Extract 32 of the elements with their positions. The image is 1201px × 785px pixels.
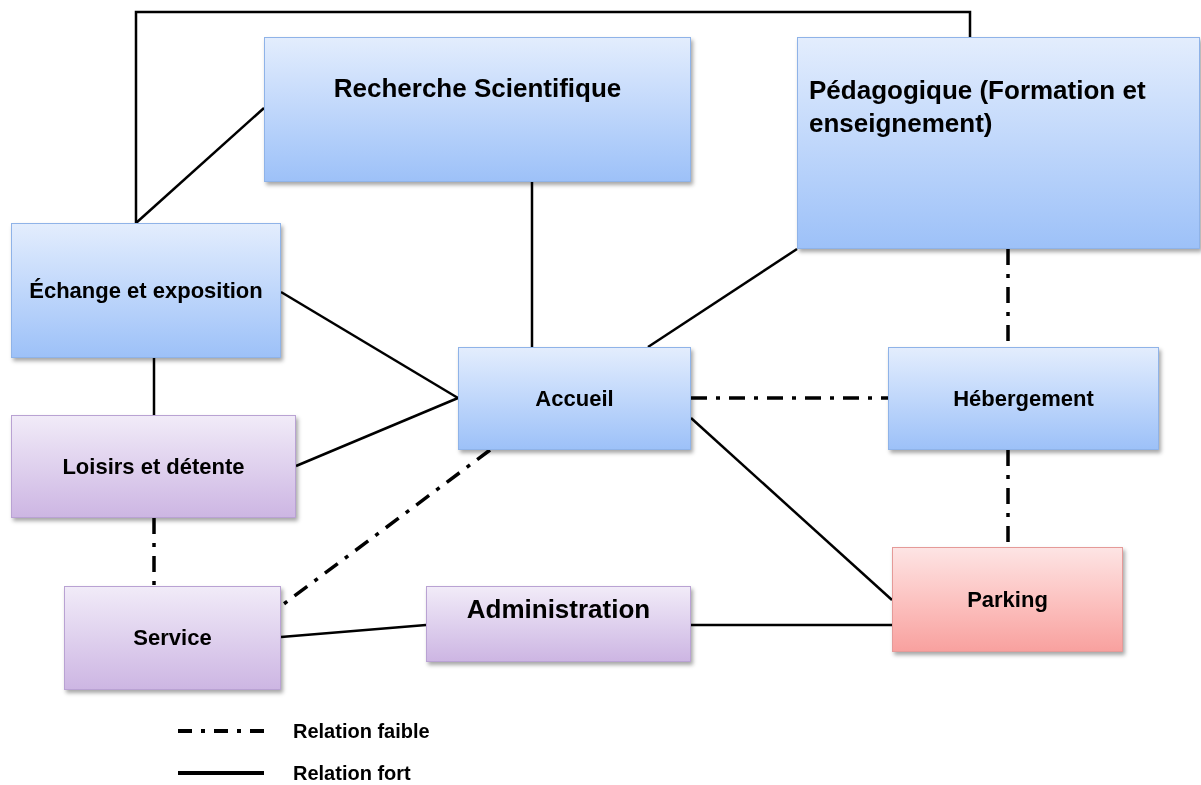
connector-line [280, 290, 459, 400]
box-label: Hébergement [953, 384, 1094, 413]
box-label: Pédagogique (Formation et enseignement) [809, 74, 1147, 139]
connector-line [135, 107, 265, 224]
box-label: Accueil [535, 384, 614, 413]
concept-box [64, 586, 281, 690]
connector-line [530, 182, 534, 347]
box-label: Loisirs et détente [62, 452, 245, 481]
box-label: Recherche Scientifique [333, 72, 622, 105]
concept-box [797, 37, 1200, 249]
connector-line [690, 417, 893, 601]
concept-box [458, 347, 691, 450]
dash-dot-connector [691, 396, 888, 400]
box-label: Échange et exposition [29, 276, 263, 305]
connector-line [280, 623, 427, 639]
connector-line [647, 247, 798, 349]
dash-dot-connector [152, 518, 156, 586]
legend-label: Relation fort [293, 761, 411, 785]
connector-line [134, 10, 972, 223]
box-label: Parking [967, 585, 1048, 614]
concept-box [892, 547, 1123, 652]
concept-box [11, 223, 281, 358]
box-label: Administration [466, 593, 651, 626]
connector-line [295, 396, 459, 468]
connector-line [152, 358, 156, 415]
concept-box [426, 586, 691, 662]
concept-box [11, 415, 296, 518]
box-label: Service [133, 624, 212, 652]
connector-line [691, 623, 892, 627]
legend-label: Relation faible [293, 719, 430, 744]
concept-box [888, 347, 1159, 450]
concept-box [264, 37, 691, 182]
